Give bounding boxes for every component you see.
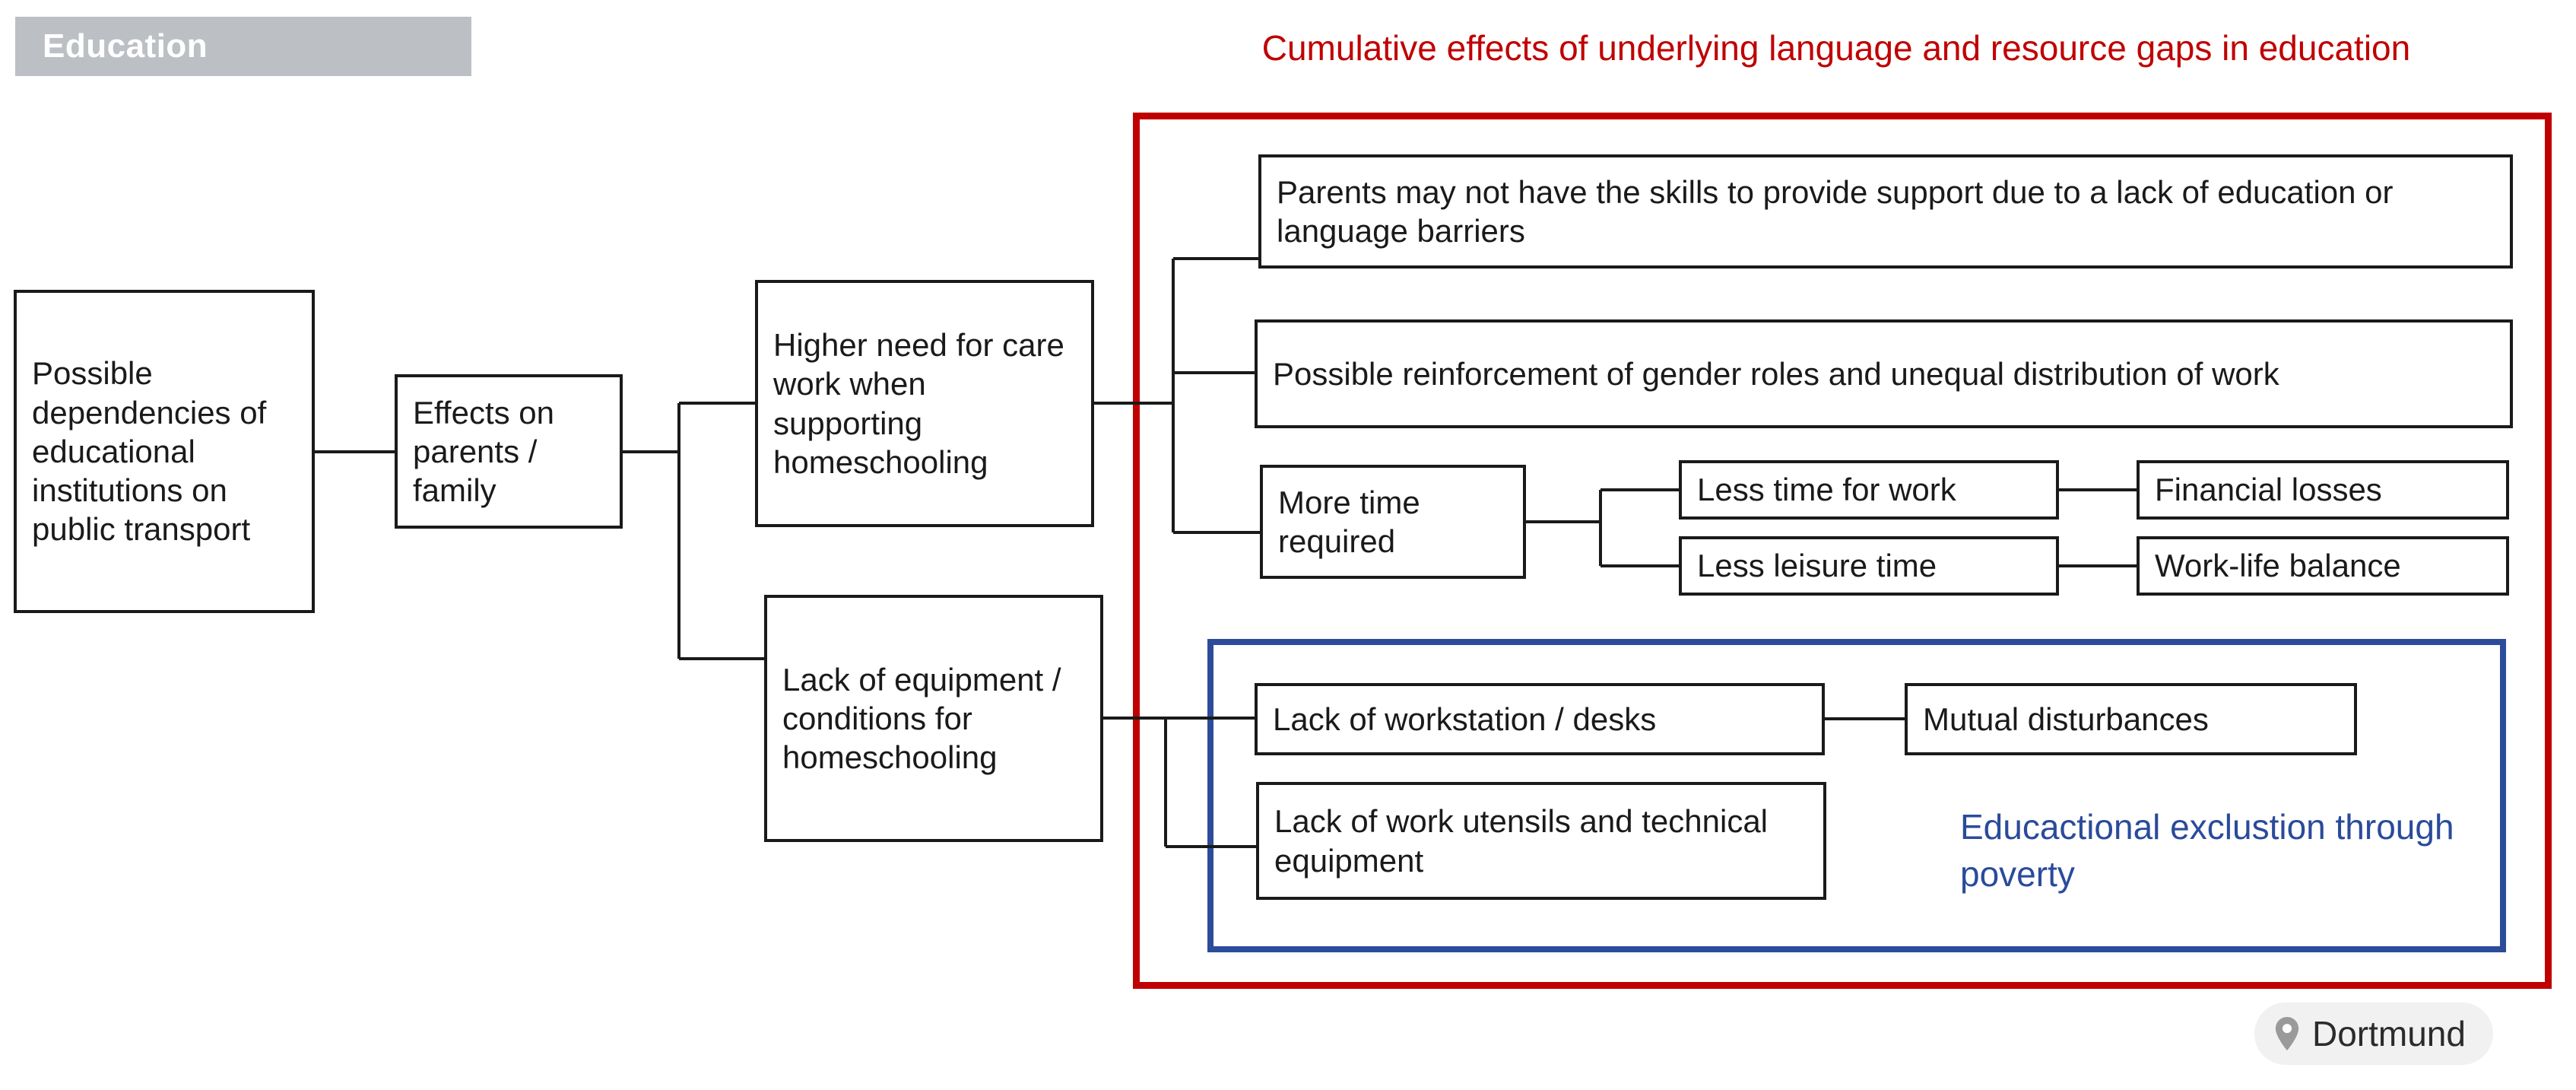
node-financial-losses[interactable]: Financial losses	[2137, 460, 2509, 520]
location-pill[interactable]: Dortmund	[2254, 1003, 2493, 1065]
section-badge: Education	[15, 17, 471, 76]
red-group-frame	[1133, 113, 2552, 989]
node-lack-of-work-utensils[interactable]: Lack of work utensils and technical equi…	[1256, 782, 1826, 900]
node-label: Work-life balance	[2155, 548, 2401, 584]
node-less-leisure-time[interactable]: Less leisure time	[1679, 536, 2059, 596]
node-label: Mutual disturbances	[1923, 701, 2209, 737]
node-lack-of-workstation[interactable]: Lack of workstation / desks	[1255, 683, 1825, 755]
blue-group-frame	[1207, 639, 2506, 952]
node-label: Effects on parents / family	[413, 394, 555, 509]
red-group-title: Cumulative effects of underlying languag…	[1261, 28, 2411, 68]
node-label: Possible reinforcement of gender roles a…	[1273, 355, 2279, 392]
node-label: Lack of work utensils and technical equi…	[1274, 803, 1769, 879]
node-less-time-for-work[interactable]: Less time for work	[1679, 460, 2059, 520]
node-label: More time required	[1278, 484, 1420, 559]
node-mutual-disturbances[interactable]: Mutual disturbances	[1905, 683, 2357, 755]
node-possible-dependencies[interactable]: Possible dependencies of educational ins…	[14, 290, 315, 613]
location-label: Dortmund	[2312, 1014, 2466, 1053]
node-label: Less leisure time	[1697, 548, 1937, 584]
node-label: Higher need for care work when supportin…	[773, 327, 1064, 480]
node-label: Parents may not have the skills to provi…	[1277, 173, 2394, 249]
node-lack-of-equipment[interactable]: Lack of equipment / conditions for homes…	[764, 595, 1103, 842]
node-gender-roles-reinforcement[interactable]: Possible reinforcement of gender roles a…	[1255, 319, 2513, 428]
map-pin-icon	[2275, 1017, 2299, 1050]
node-label: Less time for work	[1697, 472, 1956, 508]
node-work-life-balance[interactable]: Work-life balance	[2137, 536, 2509, 596]
section-badge-label: Education	[43, 27, 208, 65]
node-label: Financial losses	[2155, 472, 2382, 508]
node-higher-need-care-work[interactable]: Higher need for care work when supportin…	[755, 280, 1094, 527]
node-more-time-required[interactable]: More time required	[1260, 465, 1526, 579]
node-parents-lack-skills[interactable]: Parents may not have the skills to provi…	[1258, 154, 2513, 269]
node-label: Lack of workstation / desks	[1273, 701, 1657, 737]
blue-callout-label: Educactional exclustion through poverty	[1960, 807, 2454, 895]
node-label: Possible dependencies of educational ins…	[32, 355, 267, 548]
node-effects-on-parents-family[interactable]: Effects on parents / family	[395, 374, 623, 529]
node-label: Lack of equipment / conditions for homes…	[782, 661, 1061, 776]
